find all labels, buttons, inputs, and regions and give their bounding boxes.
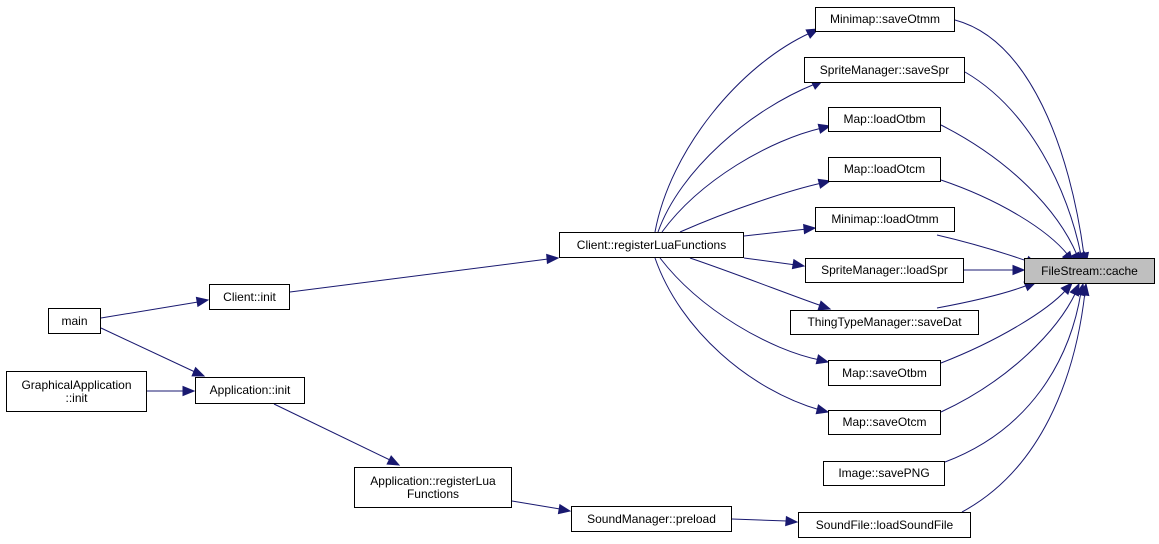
edge-registerlua-to-map-loadotbm	[661, 123, 832, 233]
edge-registerlua-to-map-saveotbm	[659, 257, 830, 365]
node-minimap-loadotmm[interactable]: Minimap::loadOtmm	[815, 207, 955, 232]
node-image-savepng[interactable]: Image::savePNG	[823, 461, 945, 486]
node-main[interactable]: main	[48, 308, 101, 334]
node-thingtypemanager-savedat[interactable]: ThingTypeManager::saveDat	[790, 310, 979, 335]
edge-map-saveotbm-to-cache	[940, 282, 1073, 364]
edge-spritemanager-loadspr-to-cache	[964, 264, 1026, 276]
edge-registerlua-to-map-loadotcm	[679, 178, 832, 233]
edge-registerlua-to-thingtypemanager-savedat	[689, 257, 832, 311]
edge-soundmanager-preload-to-soundfile	[731, 515, 799, 527]
node-application-registerluafunctions[interactable]: Application::registerLua Functions	[354, 467, 512, 508]
node-spritemanager-savespr[interactable]: SpriteManager::saveSpr	[804, 57, 965, 83]
edge-thingtypemanager-savedat-to-cache	[936, 281, 1038, 309]
edge-registerlua-to-spritemanager-loadspr	[743, 257, 806, 270]
node-application-init[interactable]: Application::init	[195, 377, 305, 404]
node-graphicalapplication-init[interactable]: GraphicalApplication ::init	[6, 371, 147, 412]
edge-registerlua-to-minimap-loadotmm	[743, 223, 817, 237]
edge-application-registerlua-to-soundmanager-preload	[511, 500, 572, 515]
edge-registerlua-to-map-saveotcm	[654, 257, 830, 415]
node-map-saveotcm[interactable]: Map::saveOtcm	[828, 410, 941, 435]
node-soundfile-loadsoundfile[interactable]: SoundFile::loadSoundFile	[798, 512, 971, 538]
edge-minimap-saveotmm-to-cache	[954, 19, 1090, 266]
node-map-saveotbm[interactable]: Map::saveOtbm	[828, 360, 941, 386]
edge-client-init-to-registerlua	[289, 253, 560, 293]
edge-soundfile-loadsoundfile-to-cache	[961, 282, 1090, 513]
node-spritemanager-loadspr[interactable]: SpriteManager::loadSpr	[805, 258, 964, 283]
node-minimap-saveotmm[interactable]: Minimap::saveOtmm	[815, 7, 955, 32]
edge-map-loadotcm-to-cache	[940, 179, 1074, 265]
node-client-registerluafunctions[interactable]: Client::registerLuaFunctions	[559, 232, 744, 258]
node-client-init[interactable]: Client::init	[209, 284, 290, 310]
edge-main-to-application-init	[100, 327, 206, 377]
node-soundmanager-preload[interactable]: SoundManager::preload	[571, 506, 732, 532]
edge-application-init-to-registerlua	[273, 403, 401, 466]
edge-graphicalapplication-init-to-application-init	[147, 385, 196, 397]
node-map-loadotcm[interactable]: Map::loadOtcm	[828, 157, 941, 182]
node-map-loadotbm[interactable]: Map::loadOtbm	[828, 107, 941, 132]
edge-main-to-client-init	[100, 296, 210, 319]
node-filestream-cache: FileStream::cache	[1024, 258, 1155, 284]
